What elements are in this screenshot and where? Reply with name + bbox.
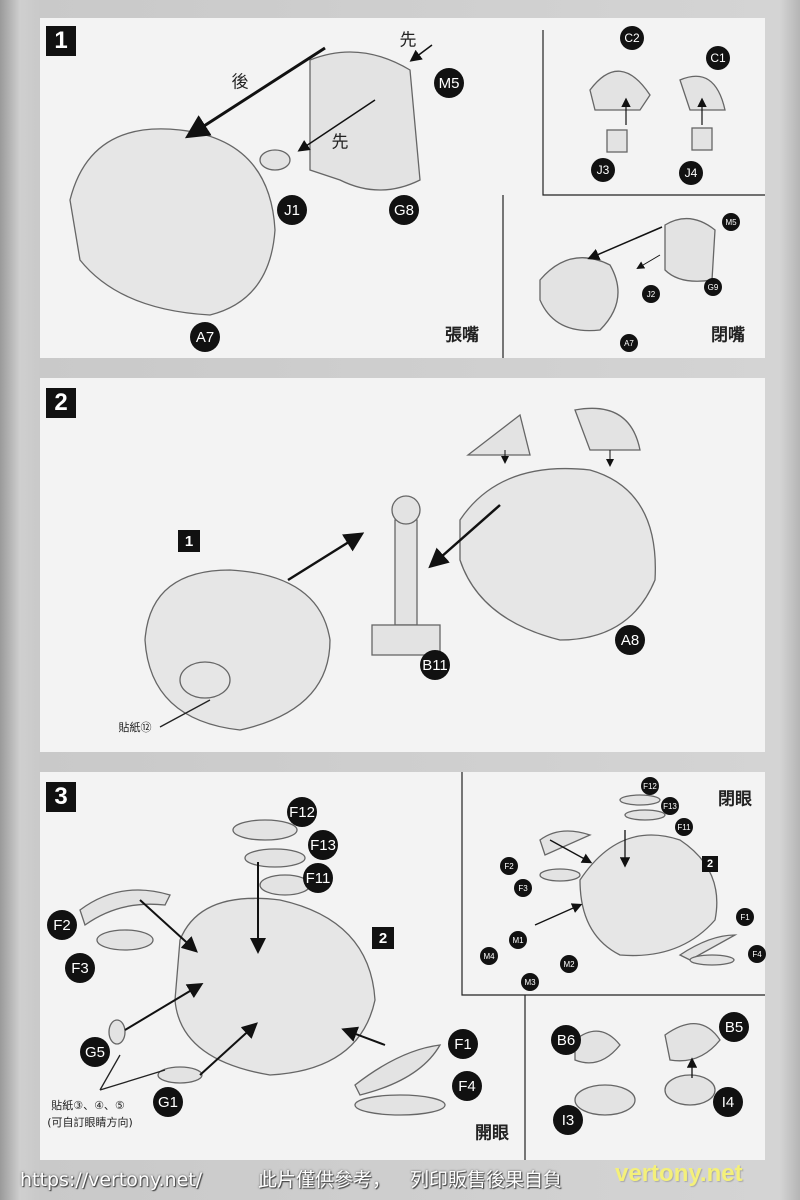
part-label-c2: C2 xyxy=(620,26,644,50)
part-label-f4: F4 xyxy=(452,1071,482,1101)
part-label-g1: G1 xyxy=(153,1087,183,1117)
sticker-note-line2: (可自訂眼睛方向) xyxy=(47,1116,133,1129)
step-ref-2: 2 xyxy=(372,927,394,949)
sub-label-f12: F12 xyxy=(641,777,659,795)
part-label-b11: B11 xyxy=(420,650,450,680)
sub-label-m2: M2 xyxy=(560,955,578,973)
step-3-number: 3 xyxy=(46,782,76,812)
part-label-a7: A7 xyxy=(190,322,220,352)
watermark-brand: vertony.net xyxy=(615,1160,743,1187)
first-note: 先 xyxy=(399,30,417,51)
part-label-f12: F12 xyxy=(287,797,317,827)
watermark-url: https://vertony.net/ xyxy=(20,1169,203,1191)
closed-mouth-caption: 閉嘴 xyxy=(711,325,745,346)
sub-step-ref-2: 2 xyxy=(702,856,718,872)
part-label-f2: F2 xyxy=(47,910,77,940)
part-label-j4: J4 xyxy=(679,161,703,185)
part-label-c1: C1 xyxy=(706,46,730,70)
part-label-f3: F3 xyxy=(65,953,95,983)
part-label-j3: J3 xyxy=(591,158,615,182)
part-label-g8: G8 xyxy=(389,195,419,225)
part-label-m5-small: M5 xyxy=(722,213,740,231)
open-eyes-caption: 開眼 xyxy=(475,1123,509,1144)
sub-label-f4: F4 xyxy=(748,945,766,963)
watermark-line1: 此片僅供參考， xyxy=(258,1169,392,1191)
sticker-note-line1: 貼紙③、④、⑤ xyxy=(51,1099,125,1112)
part-label-f13: F13 xyxy=(308,830,338,860)
sub-label-m1: M1 xyxy=(509,931,527,949)
part-label-b5: B5 xyxy=(719,1012,749,1042)
part-label-g5: G5 xyxy=(80,1037,110,1067)
sub-label-f3: F3 xyxy=(514,879,532,897)
step-2-number: 2 xyxy=(46,388,76,418)
step-ref-1: 1 xyxy=(178,530,200,552)
step-1-panel xyxy=(40,18,765,358)
part-label-a7-small: A7 xyxy=(620,334,638,352)
part-label-i4: I4 xyxy=(713,1087,743,1117)
part-label-a8: A8 xyxy=(615,625,645,655)
sub-label-f13: F13 xyxy=(661,797,679,815)
first-note-2: 先 xyxy=(331,132,349,153)
part-label-f1: F1 xyxy=(448,1029,478,1059)
sub-label-f11: F11 xyxy=(675,818,693,836)
watermark-line2: 列印販售後果自負 xyxy=(410,1169,563,1191)
sub-label-m3: M3 xyxy=(521,973,539,991)
after-note: 後 xyxy=(231,72,249,93)
sticker-12-note: 貼紙⑫ xyxy=(118,721,152,734)
part-label-j2: J2 xyxy=(642,285,660,303)
step-2-panel xyxy=(40,378,765,752)
part-label-m5: M5 xyxy=(434,68,464,98)
open-mouth-caption: 張嘴 xyxy=(445,325,479,346)
step-3-panel xyxy=(40,772,765,1160)
sub-label-f1: F1 xyxy=(736,908,754,926)
sub-label-f2: F2 xyxy=(500,857,518,875)
part-label-b6: B6 xyxy=(551,1025,581,1055)
part-label-g9: G9 xyxy=(704,278,722,296)
sub-label-m4: M4 xyxy=(480,947,498,965)
step-1-number: 1 xyxy=(46,26,76,56)
part-label-f11: F11 xyxy=(303,863,333,893)
closed-eyes-caption: 閉眼 xyxy=(718,789,752,810)
part-label-i3: I3 xyxy=(553,1105,583,1135)
part-label-j1: J1 xyxy=(277,195,307,225)
